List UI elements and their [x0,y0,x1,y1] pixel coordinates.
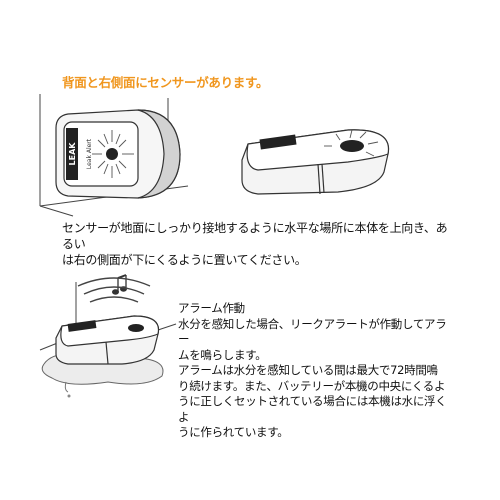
alarm-title: アラーム作動 [178,301,245,315]
illustration-device-upright: LEAK Leak Alert [39,94,189,217]
alarm-description: アラーム作動 水分を感知した場合、リークアラートが作動してアラー ムを鳴らします… [178,301,453,441]
illustration-device-side [241,129,390,195]
illustration-alarm-in-water [39,274,177,398]
instruction-text: センサーが地面にしっかり接地するように水平な場所に本体を上向き、あるい は右の側… [62,220,452,268]
alarm-line: うに正しくセットされている場合には本機は水に浮くよ [178,394,447,424]
instruction-line: センサーが地面にしっかり接地するように水平な場所に本体を上向き、あるい [62,221,448,251]
alarm-line: り続けます。また、バッテリーが本機の中央にくるよ [178,378,446,393]
alarm-line: ムを鳴らします。 [178,347,267,362]
alarm-line: アラームは水分を感知している間は最大で72時間鳴 [178,363,438,377]
device-model-label: Leak Alert [86,138,93,169]
alarm-line: うに作られています。 [178,425,289,439]
device-brand-label: LEAK [68,142,77,166]
section-heading: 背面と右側面にセンサーがあります。 [62,75,269,90]
alarm-line: 水分を感知した場合、リークアラートが作動してアラー [178,316,447,347]
instruction-line: は右の側面が下にくるように置いてください。 [62,253,307,267]
